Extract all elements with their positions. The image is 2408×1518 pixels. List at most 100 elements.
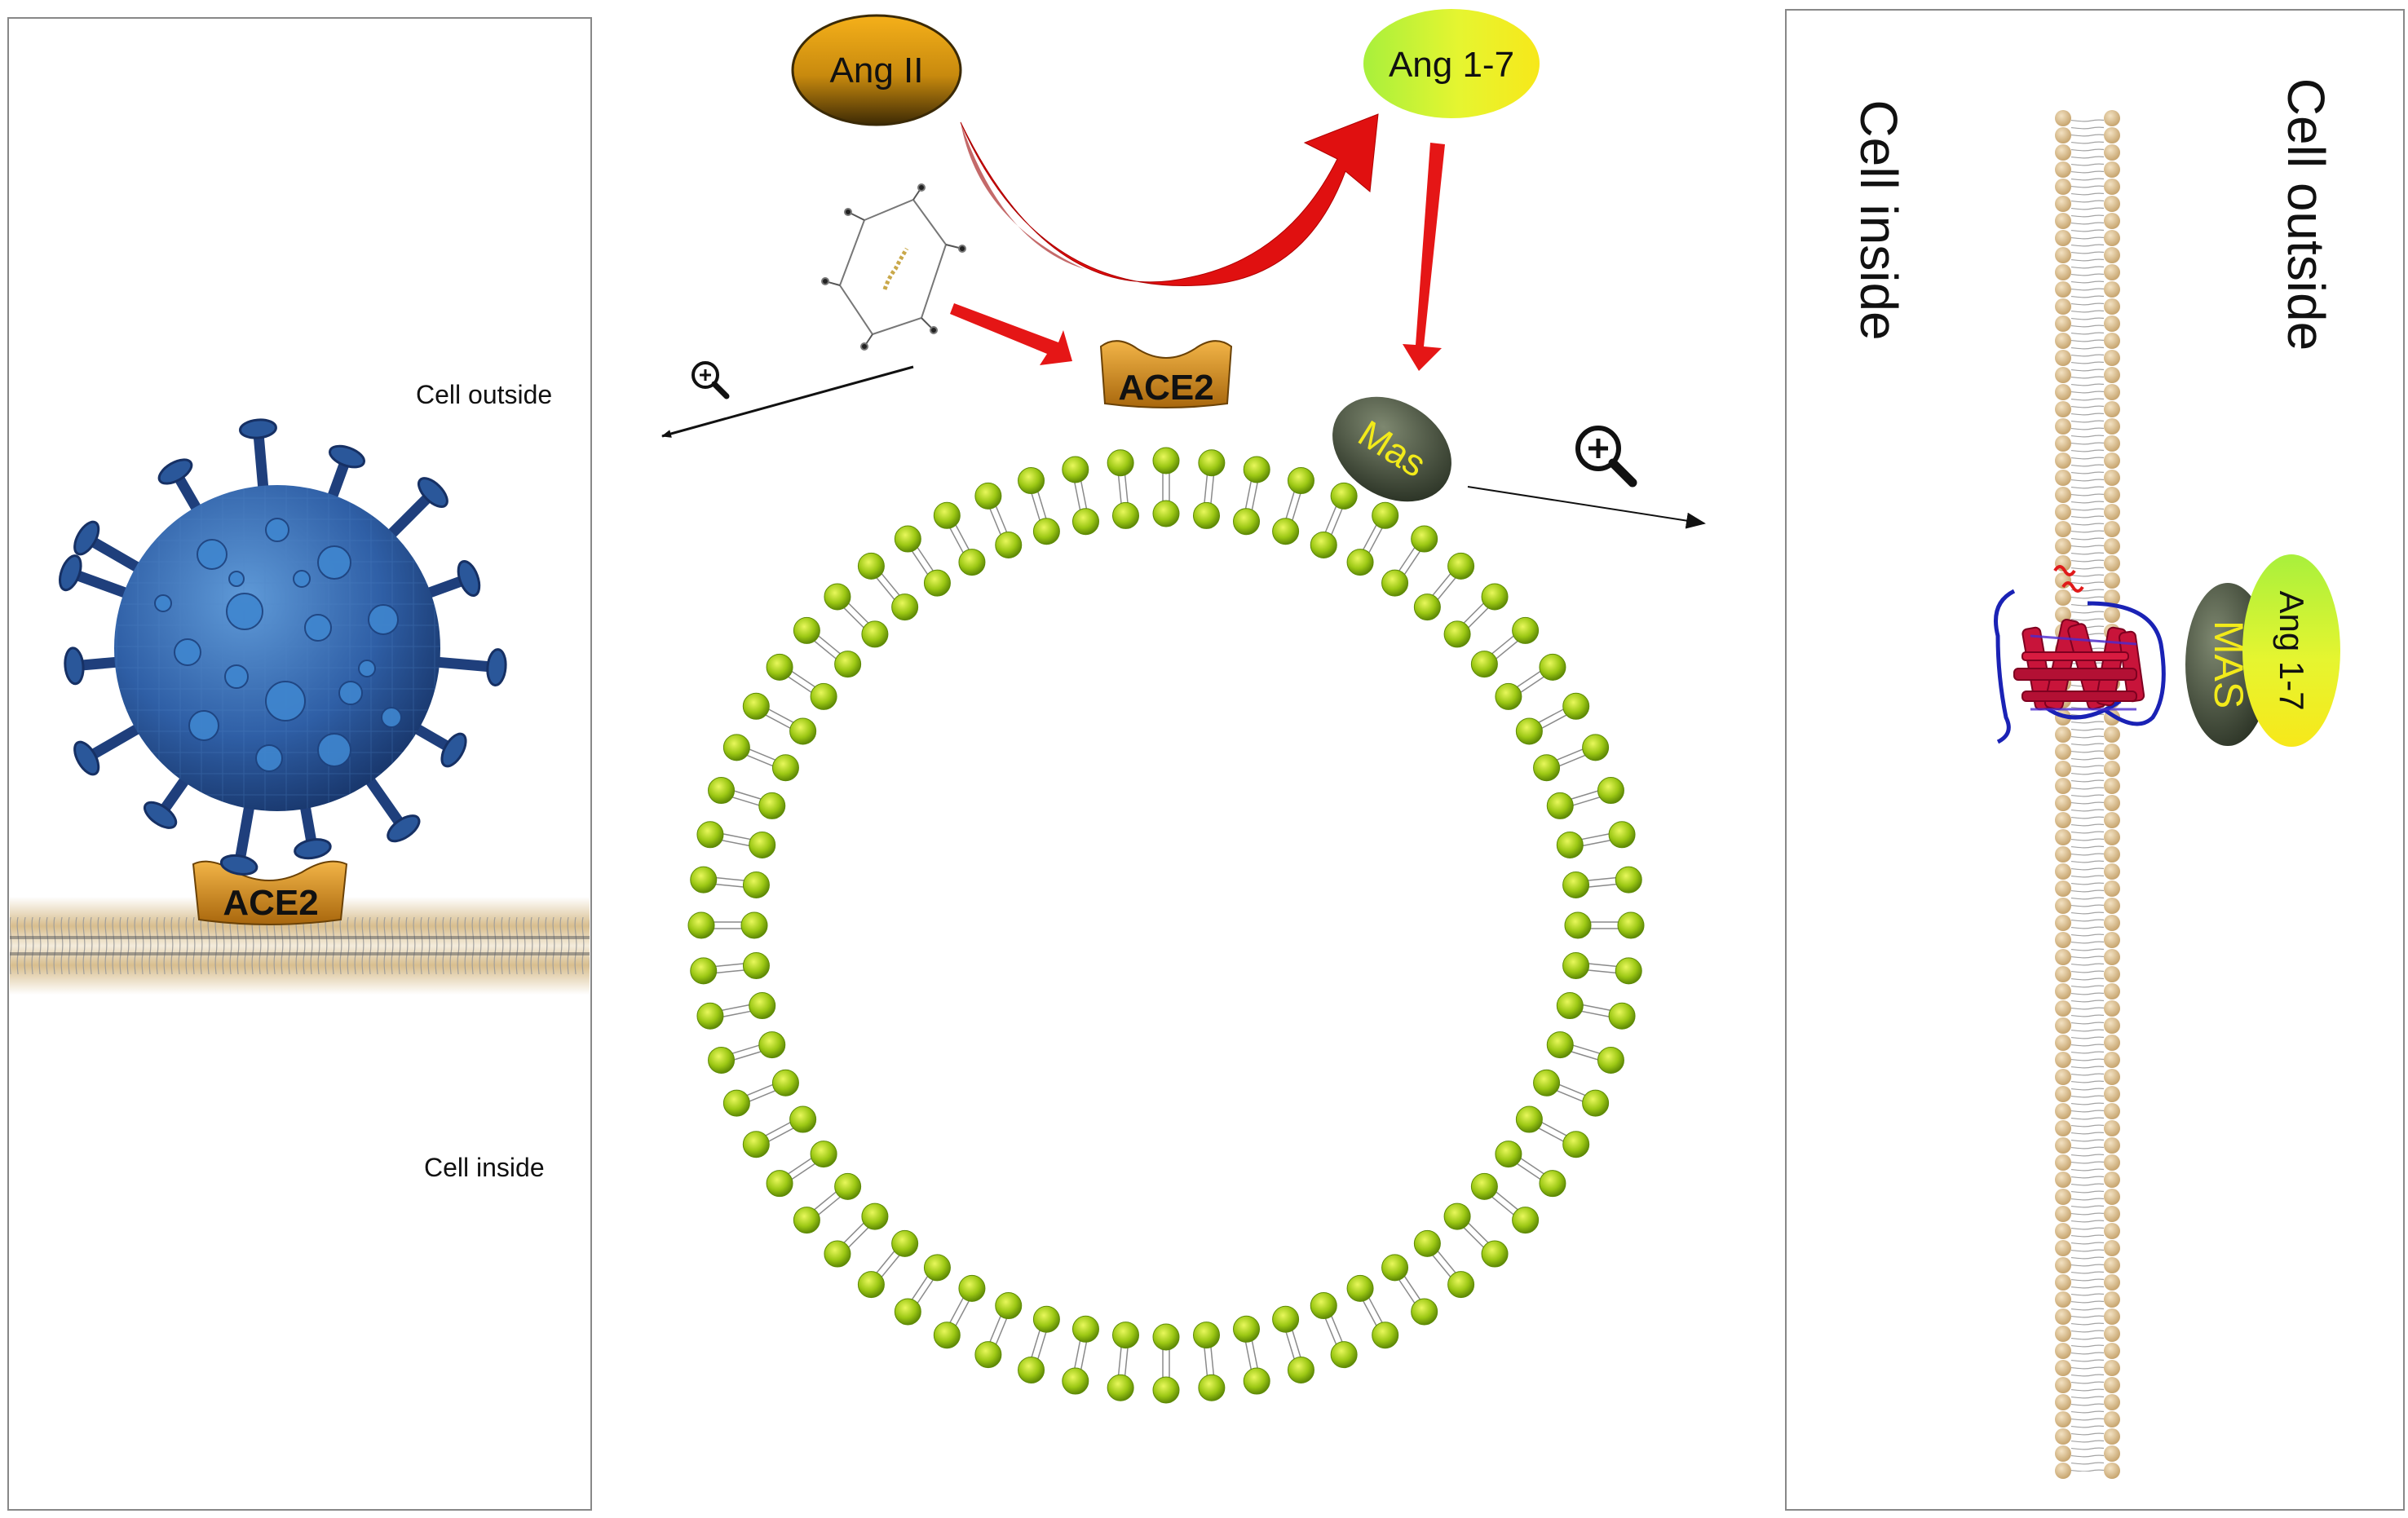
- lipid-tail: [1285, 1330, 1296, 1361]
- lipid-head-inner: [1233, 508, 1261, 536]
- lipid-tail: [1285, 490, 1296, 520]
- zoom-left-group: [661, 361, 914, 438]
- lipid-tail: [1467, 607, 1490, 629]
- lipid-head-outer: [894, 525, 921, 553]
- virus-spike-cap: [294, 838, 332, 860]
- lipid-head-left: [2055, 812, 2071, 828]
- lipid-head-right: [2104, 1308, 2120, 1325]
- lipid-tail: [1571, 796, 1602, 806]
- lipid-head-outer: [1562, 692, 1590, 720]
- lipid-head-outer: [696, 821, 724, 849]
- lipid-head-right: [2104, 230, 2120, 246]
- lipid-head-outer: [933, 501, 961, 529]
- lipid-head-right: [2104, 1137, 2120, 1154]
- lipid-tail: [1324, 505, 1337, 534]
- lipid-head-inner: [1546, 1031, 1574, 1059]
- lipid-tail: [732, 790, 762, 801]
- lipid-head-outer: [1539, 653, 1566, 681]
- lipid-tail: [948, 1296, 965, 1324]
- lipid-tail: [722, 832, 752, 841]
- lipid-head-outer: [1152, 1376, 1180, 1404]
- lipid-head-right: [2104, 1223, 2120, 1239]
- cell-membrane-ring: [687, 447, 1645, 1404]
- lipid-head-inner: [1470, 1172, 1498, 1200]
- virus-spike-cap: [418, 477, 448, 508]
- lipid-head-right: [2104, 538, 2120, 554]
- lipid-head-inner: [891, 1229, 919, 1257]
- lipid-head-right: [2104, 812, 2120, 828]
- zoom-in-icon: [691, 361, 730, 399]
- lipid-head-left: [2055, 127, 2071, 143]
- lipid-head-outer: [1198, 449, 1226, 477]
- lipid-head-inner: [771, 1069, 799, 1097]
- lipid-tail: [787, 1157, 813, 1176]
- lipid-tail: [1436, 1250, 1457, 1274]
- lipid-tail: [714, 969, 745, 974]
- virus-particle-icon: [821, 183, 966, 351]
- lipid-tail: [1117, 474, 1122, 505]
- virus-to-ace2-arrow: [950, 303, 1072, 365]
- lipid-head-right: [2104, 1343, 2120, 1359]
- lipid-head-left: [2055, 932, 2071, 948]
- virus-spikes: [58, 418, 507, 876]
- lipid-head-outer: [1287, 1356, 1314, 1383]
- lipid-tail: [745, 1083, 775, 1097]
- virus-spike: [252, 423, 269, 500]
- lipid-tail: [1515, 670, 1542, 688]
- lipid-head-left: [2055, 1377, 2071, 1393]
- lipid-head-right: [2104, 1017, 2120, 1034]
- lipid-head-left: [2055, 1445, 2071, 1462]
- lipid-head-left: [2055, 1137, 2071, 1154]
- lipid-head-inner: [1071, 1315, 1099, 1343]
- lipid-head-right: [2104, 127, 2120, 143]
- lipid-tail: [1204, 1346, 1208, 1377]
- lipid-head-left: [2055, 829, 2071, 845]
- lipid-head-right: [2104, 795, 2120, 811]
- lipid-head-inner: [1152, 500, 1180, 527]
- lipid-tail: [1571, 1044, 1602, 1055]
- lipid-head-left: [2055, 1000, 2071, 1017]
- lipid-head-outer: [1512, 1207, 1540, 1234]
- lipid-head-left: [2055, 795, 2071, 811]
- lipid-head-right: [2104, 555, 2120, 571]
- lipid-head-left: [2055, 1103, 2071, 1119]
- lipid-tail: [1330, 507, 1344, 536]
- lipid-head-right: [2104, 1274, 2120, 1291]
- lipid-head-left: [2055, 726, 2071, 743]
- lipid-tail: [1210, 474, 1215, 505]
- lipid-head-right: [2104, 915, 2120, 931]
- lipid-head-inner: [1470, 651, 1498, 678]
- lipid-head-left: [2055, 1360, 2071, 1376]
- virus-spike-cap: [73, 740, 100, 776]
- lipid-tail: [1557, 1083, 1587, 1097]
- lipid-head-inner: [1533, 754, 1561, 782]
- virus-spike-cap: [328, 444, 366, 469]
- lipid-head-outer: [1198, 1374, 1226, 1401]
- lipid-head-left: [2055, 470, 2071, 486]
- lipid-tail: [787, 675, 813, 694]
- lipid-head-left: [2055, 350, 2071, 366]
- lipid-head-right: [2104, 1189, 2120, 1205]
- lipid-head-inner: [789, 717, 817, 745]
- lipid-head-inner: [995, 531, 1023, 558]
- lipid-tail: [1362, 1300, 1378, 1327]
- lipid-tail: [813, 1190, 837, 1211]
- lipid-head-right: [2104, 1240, 2120, 1256]
- lipid-tail: [1251, 481, 1259, 511]
- virus-spike-cap: [64, 646, 85, 686]
- lipid-tail: [790, 1163, 817, 1180]
- lipid-head-left: [2055, 1069, 2071, 1085]
- lipid-tail: [954, 1300, 970, 1327]
- lipid-head-outer: [1372, 1322, 1399, 1349]
- lipid-head-inner: [1495, 1141, 1522, 1168]
- lipid-head-outer: [894, 1298, 921, 1326]
- lipid-tail: [764, 713, 792, 730]
- lipid-head-left: [2055, 230, 2071, 246]
- lipid-head-right: [2104, 281, 2120, 298]
- lipid-head-inner: [1413, 1229, 1441, 1257]
- lipid-head-inner: [771, 754, 799, 782]
- lipid-head-inner: [810, 1141, 837, 1168]
- lipid-head-left: [2055, 1411, 2071, 1428]
- ang-1-7-node: Ang 1-7: [1363, 9, 1540, 118]
- lipid-tail: [817, 634, 842, 655]
